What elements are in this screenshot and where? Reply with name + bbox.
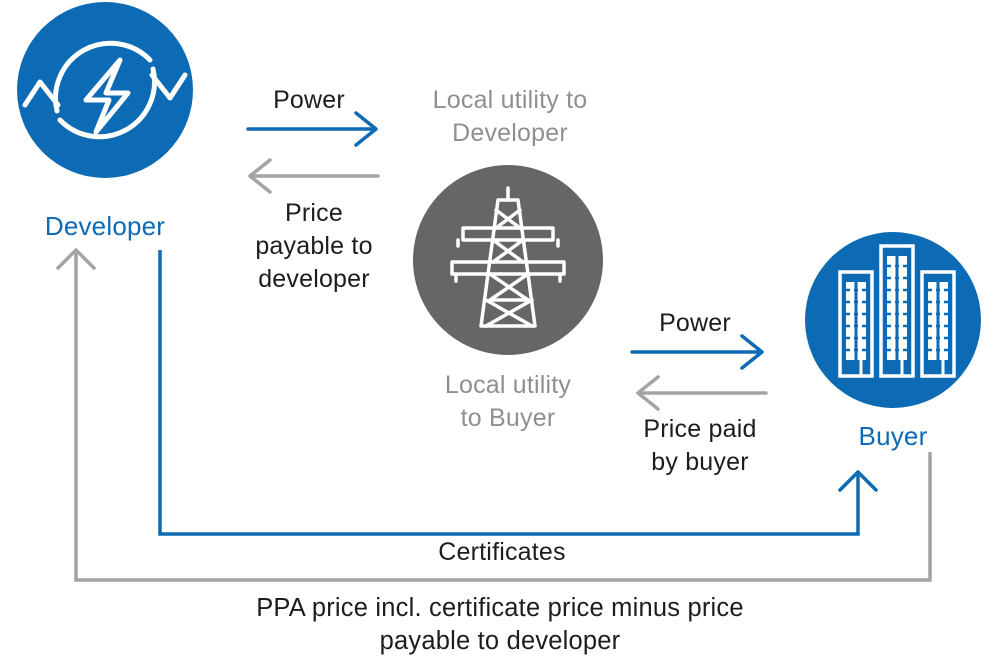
ppa-price-line-1: PPA price incl. certificate price minus … (256, 594, 744, 622)
power-tower-icon (450, 186, 566, 328)
price-arrow-top (248, 158, 380, 194)
ppa-price-path (56, 248, 932, 582)
price-paid-label: Price paid by buyer (600, 413, 800, 479)
buyer-node (805, 232, 981, 408)
utility-to-buyer-line-2: to Buyer (460, 404, 556, 432)
ppa-price-line-2: payable to developer (379, 627, 621, 655)
price-arrow-bottom (636, 375, 768, 411)
buildings-icon (838, 244, 956, 378)
price-payable-line-3: developer (258, 265, 370, 293)
developer-label: Developer (44, 211, 166, 241)
power-label-top: Power (273, 86, 345, 114)
power-arrow-bottom (630, 334, 764, 370)
power-arrow-top (246, 111, 378, 147)
power-label-bottom: Power (659, 309, 731, 337)
lightning-cycle-icon (22, 40, 188, 140)
developer-node (17, 2, 193, 178)
certificates-path (158, 250, 878, 536)
price-payable-line-2: payable to (255, 232, 373, 260)
utility-to-buyer-line-1: Local utility (444, 371, 572, 399)
utility-node (413, 165, 603, 355)
certificates-label: Certificates (438, 538, 566, 566)
utility-to-buyer-label: Local utility to Buyer (398, 369, 618, 435)
price-payable-line-1: Price (285, 199, 343, 227)
price-paid-line-1: Price paid (643, 415, 757, 443)
price-paid-line-2: by buyer (651, 448, 749, 476)
ppa-price-label: PPA price incl. certificate price minus … (120, 592, 880, 658)
utility-to-developer-line-2: Developer (452, 119, 568, 147)
price-payable-label: Price payable to developer (214, 197, 414, 296)
utility-to-developer-label: Local utility to Developer (390, 84, 630, 150)
utility-to-developer-line-1: Local utility to (432, 86, 588, 114)
buyer-label: Buyer (858, 421, 928, 451)
